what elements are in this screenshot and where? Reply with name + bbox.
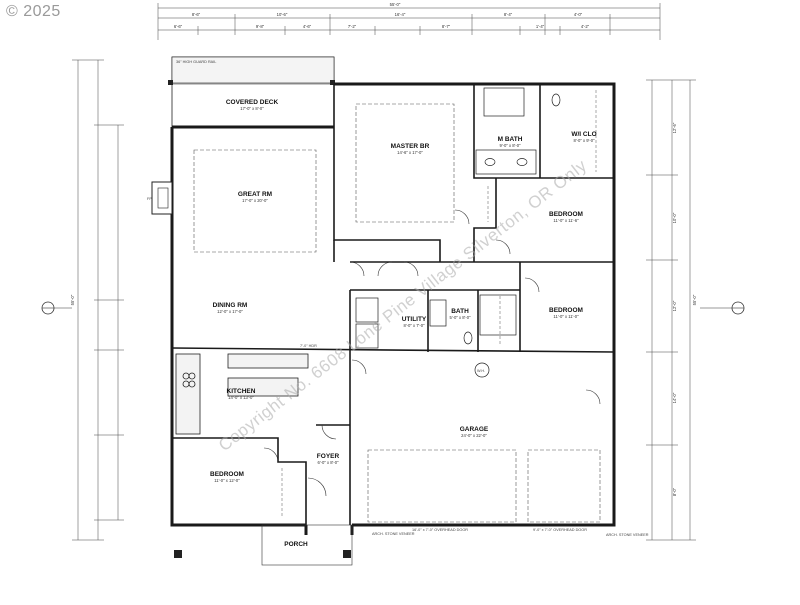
- garage-door-1-note: 16'-0" x 7'-0" OVERHEAD DOOR: [412, 528, 468, 532]
- room-bedroom-east-lower: BEDROOM: [549, 307, 583, 314]
- dim-top-r2-5: 4'-0": [574, 12, 583, 17]
- room-garage: GARAGE: [460, 426, 489, 433]
- interior-walls: [171, 84, 615, 525]
- dining-opening-note: 7'-0" HDR: [300, 344, 317, 348]
- dim-top-r3-1: 6'-6": [174, 24, 183, 29]
- closet-shelves: [281, 90, 597, 518]
- size-utility: 8'-0" x 7'-0": [403, 323, 425, 328]
- great-rm-ceiling-outline: [193, 149, 317, 253]
- room-bedroom-east-upper: BEDROOM: [549, 211, 583, 218]
- room-porch: PORCH: [284, 541, 308, 548]
- room-master-br: MASTER BR: [391, 143, 430, 150]
- size-bedroom-west: 11'-0" x 12'-0": [214, 478, 240, 483]
- dim-right-seg-5: 8'-0": [672, 487, 677, 496]
- size-great-rm: 17'-0" x 20'-0": [242, 198, 268, 203]
- dim-top-r2-3: 16'-4": [395, 12, 406, 17]
- dim-top-r3-2: 9'-8": [256, 24, 265, 29]
- dim-top-r2-4: 8'-4": [504, 12, 513, 17]
- dim-right-seg-2: 10'-0": [672, 212, 677, 223]
- top-dimension-lines: [157, 3, 661, 40]
- size-bedroom-east-lower: 11'-0" x 11'-0": [553, 314, 579, 319]
- copyright-year: © 2025: [6, 3, 61, 20]
- side-dimension-lines: [72, 59, 696, 541]
- dim-top-r3-6: 1'-4": [536, 24, 545, 29]
- water-heater: [474, 362, 490, 378]
- size-bedroom-east-upper: 11'-0" x 11'-6": [553, 218, 579, 223]
- bath-fixtures: [355, 87, 561, 349]
- room-kitchen: KITCHEN: [227, 388, 256, 395]
- dim-top-r2-1: 8'-6": [192, 12, 201, 17]
- size-dining-rm: 12'-0" x 17'-0": [217, 309, 243, 314]
- dim-top-r2-2: 10'-6": [277, 12, 288, 17]
- water-heater-label: W.H.: [477, 369, 485, 373]
- size-m-bath: 9'-0" x 8'-0": [499, 143, 521, 148]
- door-swings: [263, 209, 601, 497]
- room-great-rm: GREAT RM: [238, 191, 272, 198]
- room-wi-clo: W/I CLO: [571, 131, 596, 138]
- fireplace: [151, 181, 173, 215]
- dim-top-r3-3: 4'-6": [303, 24, 312, 29]
- room-dining-rm: DINING RM: [213, 302, 248, 309]
- room-covered-deck: COVERED DECK: [226, 99, 279, 106]
- room-m-bath: M BATH: [498, 136, 523, 143]
- fireplace-label: FP: [147, 197, 152, 201]
- dim-top-r3-7: 4'-2": [581, 24, 590, 29]
- deck-rail-note: 36" HIGH GUARD RAIL: [176, 60, 216, 64]
- dim-right-seg-4: 14'-0": [672, 392, 677, 403]
- dim-overall-top: 55'-0": [390, 2, 401, 7]
- size-kitchen: 14'-0" x 13'-0": [228, 395, 254, 400]
- dim-top-r3-4: 7'-2": [348, 24, 357, 29]
- size-foyer: 6'-0" x 8'-0": [317, 460, 339, 465]
- covered-deck: [168, 56, 335, 128]
- size-covered-deck: 17'-0" x 8'-0": [240, 106, 264, 111]
- dim-top-r3-5: 8'-7": [442, 24, 451, 29]
- size-garage: 24'-0" x 22'-0": [461, 433, 487, 438]
- size-bath: 5'-0" x 8'-0": [449, 315, 471, 320]
- room-bath: BATH: [451, 308, 469, 315]
- stone-veneer-note-1: ARCH. STONE VENEER: [372, 532, 415, 536]
- dim-right-seg-1: 12'-6": [672, 122, 677, 133]
- garage-doors: [367, 449, 601, 523]
- kitchen-counters: [175, 353, 309, 435]
- porch: [174, 524, 353, 566]
- dim-right-seg-3: 12'-0": [672, 300, 677, 311]
- stone-veneer-note-2: ARCH. STONE VENEER: [606, 533, 649, 537]
- room-bedroom-west: BEDROOM: [210, 471, 244, 478]
- room-utility: UTILITY: [402, 316, 427, 323]
- room-foyer: FOYER: [317, 453, 340, 460]
- master-ceiling-outline: [355, 103, 455, 223]
- size-master-br: 14'-6" x 17'-0": [397, 150, 423, 155]
- size-wi-clo: 8'-0" x 9'-0": [573, 138, 595, 143]
- section-marker-left: [41, 301, 72, 315]
- garage-door-2-note: 9'-0" x 7'-0" OVERHEAD DOOR: [533, 528, 587, 532]
- dim-right-overall: 55'-0": [692, 294, 697, 305]
- section-marker-right: [700, 301, 745, 315]
- dim-left-overall: 55'-0": [70, 294, 75, 305]
